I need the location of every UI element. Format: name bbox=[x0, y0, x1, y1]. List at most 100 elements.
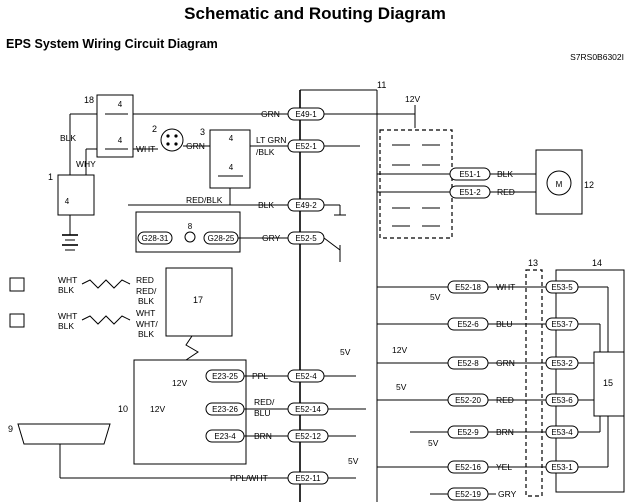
wire-label-redblu-2: BLU bbox=[254, 408, 271, 418]
connector-g28-31 bbox=[137, 231, 173, 245]
twisted-pair-5 bbox=[81, 279, 131, 289]
wire-label-blk5: BLK bbox=[58, 285, 74, 295]
switch-2-dot1 bbox=[166, 134, 170, 138]
shield-13 bbox=[525, 269, 543, 497]
wire-label-ltgrn: LT GRN bbox=[256, 135, 286, 145]
voltage-12v-ecm2: 12V bbox=[150, 404, 165, 414]
relay-18-box bbox=[96, 94, 134, 158]
callout-14: 14 bbox=[592, 258, 602, 268]
connector-e53-2-label: E53-2 bbox=[551, 359, 573, 368]
wire-label-gry: GRY bbox=[262, 233, 281, 243]
switch-2 bbox=[160, 128, 184, 152]
wire-label-wht-right: WHT bbox=[496, 282, 515, 292]
wire-label-whtslash6: WHT/ bbox=[136, 319, 158, 329]
relay-3-pin: 4 bbox=[229, 134, 234, 143]
connector-e52-8-label: E52-8 bbox=[457, 359, 479, 368]
wire-label-redblk: RED/BLK bbox=[186, 195, 223, 205]
lamp-8-label: 8 bbox=[188, 222, 193, 231]
callout-11: 11 bbox=[377, 80, 386, 90]
h-bridge-array bbox=[379, 129, 453, 239]
wire-label-brn-right: BRN bbox=[496, 427, 514, 437]
connector-e49-2-label: E49-2 bbox=[295, 201, 317, 210]
callout-10: 10 bbox=[118, 404, 128, 414]
connector-e23-25-label: E23-25 bbox=[212, 372, 238, 381]
motor-label: M bbox=[556, 180, 563, 189]
connector-e52-4-label: E52-4 bbox=[295, 372, 317, 381]
callout-3: 3 bbox=[200, 127, 205, 137]
connector-e52-1-label: E52-1 bbox=[295, 142, 317, 151]
wire-label-blk5b: BLK bbox=[138, 296, 154, 306]
connector-e52-12-label: E52-12 bbox=[295, 432, 321, 441]
callout-18: 18 bbox=[84, 95, 94, 105]
wire-label-wht6: WHT bbox=[58, 311, 77, 321]
diagram-subtitle: EPS System Wiring Circuit Diagram bbox=[6, 37, 218, 51]
right-harness-rows: E52-18 WHT E53-5 5V E52-6 BLU E53-7 12V … bbox=[377, 280, 609, 501]
relay-18-pin: 4 bbox=[118, 100, 123, 109]
connector-e49-1-label: E49-1 bbox=[295, 110, 317, 119]
connector-e23-26-label: E23-26 bbox=[212, 405, 238, 414]
figure-code: S7RS0B6302I bbox=[570, 52, 624, 62]
callout-12: 12 bbox=[584, 180, 594, 190]
voltage-5v-b: 5V bbox=[430, 292, 441, 302]
fuse-1-pin: 4 bbox=[65, 197, 70, 206]
torque-sensor-17-box bbox=[165, 267, 233, 337]
voltage-5v-c: 5V bbox=[348, 456, 359, 466]
switch-2-dot3 bbox=[166, 142, 170, 146]
warning-lamp-8 bbox=[184, 231, 196, 243]
sensor-15-box bbox=[593, 351, 625, 417]
connector-5 bbox=[9, 277, 25, 292]
connector-e23-4-label: E23-4 bbox=[214, 432, 236, 441]
relay-3-box bbox=[209, 129, 251, 189]
wire-label-grn-right: GRN bbox=[496, 358, 515, 368]
connector-g28-25-label: G28-25 bbox=[208, 234, 235, 243]
connector-e53-4-label: E53-4 bbox=[551, 428, 573, 437]
wire-label-redblu-1: RED/ bbox=[254, 397, 275, 407]
connector-g28-31-label: G28-31 bbox=[142, 234, 169, 243]
connector-e52-18-label: E52-18 bbox=[455, 283, 481, 292]
wire-label-wht5: WHT bbox=[58, 275, 77, 285]
connector-e52-16-label: E52-16 bbox=[455, 463, 481, 472]
twisted-pair-6 bbox=[81, 315, 131, 325]
connector-e51-2-label: E51-2 bbox=[459, 188, 481, 197]
wire-label-pplwht: PPL/WHT bbox=[230, 473, 268, 483]
wire-label-blk: BLK bbox=[60, 133, 76, 143]
twisted-pair-17 bbox=[185, 335, 199, 361]
wire-e52-5-tr bbox=[323, 237, 341, 251]
voltage-5v-ppl: 5V bbox=[340, 347, 351, 357]
voltage-12v-d: 12V bbox=[392, 345, 407, 355]
wire-label-red-right: RED bbox=[496, 395, 514, 405]
wire-label-blk-2: BLK bbox=[258, 200, 274, 210]
fuse-1-box bbox=[57, 174, 95, 216]
callout-17: 17 bbox=[193, 295, 203, 305]
wire-label-gry-right: GRY bbox=[498, 489, 517, 499]
wire-label-red5: RED bbox=[136, 275, 154, 285]
wire-label-grn: GRN bbox=[261, 109, 280, 119]
wire-label-red-motor: RED bbox=[497, 187, 515, 197]
connector-e52-9-label: E52-9 bbox=[457, 428, 479, 437]
voltage-12v-top: 12V bbox=[405, 94, 420, 104]
callout-1: 1 bbox=[48, 172, 53, 182]
connector-e52-11-label: E52-11 bbox=[295, 474, 321, 483]
relay-18-pin2: 4 bbox=[118, 136, 123, 145]
connector-6 bbox=[9, 313, 25, 328]
connector-e53-1-label: E53-1 bbox=[551, 463, 573, 472]
connector-e52-19-label: E52-19 bbox=[455, 490, 481, 499]
voltage-5v-d: 5V bbox=[396, 382, 407, 392]
wire-label-yel-right: YEL bbox=[496, 462, 512, 472]
wire-label-ppl: PPL bbox=[252, 371, 268, 381]
callout-15: 15 bbox=[603, 378, 613, 388]
connector-e52-5-label: E52-5 bbox=[295, 234, 317, 243]
wire-label-redslash5: RED/ bbox=[136, 286, 157, 296]
page-title: Schematic and Routing Diagram bbox=[184, 4, 446, 23]
wire-label-blk-slash: /BLK bbox=[256, 147, 275, 157]
voltage-5v-e: 5V bbox=[428, 438, 439, 448]
connector-e52-14-label: E52-14 bbox=[295, 405, 321, 414]
callout-13: 13 bbox=[528, 258, 538, 268]
wire-label-blk6b: BLK bbox=[138, 329, 154, 339]
connector-e53-5-label: E53-5 bbox=[551, 283, 573, 292]
wire-label-blk6: BLK bbox=[58, 321, 74, 331]
wire-label-wht6b: WHT bbox=[136, 308, 155, 318]
callout-9: 9 bbox=[8, 424, 13, 434]
connector-e53-7-label: E53-7 bbox=[551, 320, 573, 329]
